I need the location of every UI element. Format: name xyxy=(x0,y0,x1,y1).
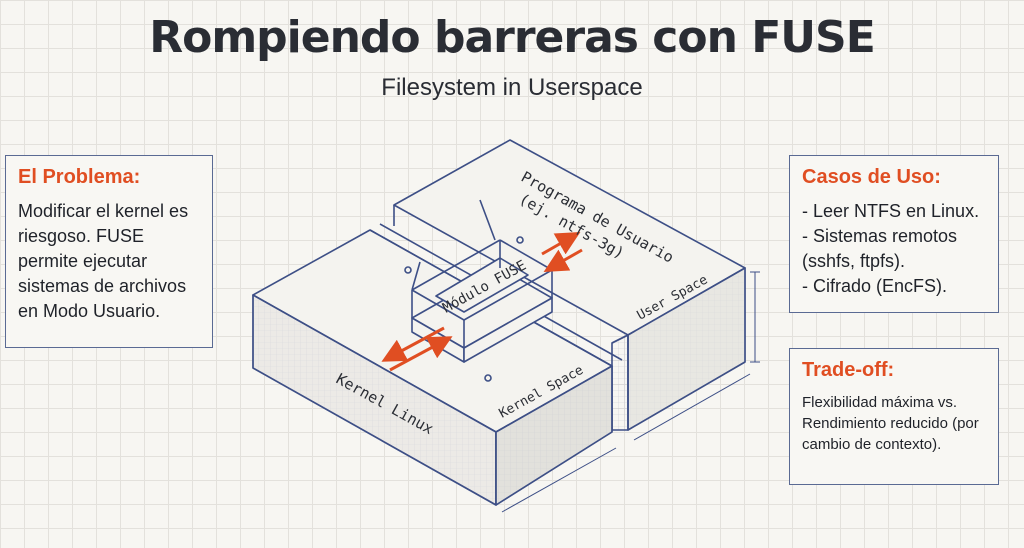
use-case-item: - Leer NTFS en Linux. xyxy=(802,201,980,221)
problem-heading: El Problema: xyxy=(18,166,141,188)
use-case-item: - Sistemas remotos (sshfs, ftpfs). xyxy=(802,226,958,271)
use-cases-list: - Leer NTFS en Linux. - Sistemas remotos… xyxy=(802,199,986,299)
tradeoff-text: Flexibilidad máxima vs. Rendimiento redu… xyxy=(802,394,979,453)
page-title: Rompiendo barreras con FUSE xyxy=(149,12,876,63)
problem-text: Modificar el kernel es riesgoso. FUSE pe… xyxy=(18,201,189,321)
dimension-lines xyxy=(501,271,760,513)
use-cases-heading: Casos de Uso: xyxy=(802,166,941,188)
use-cases-panel: Casos de Uso: - Leer NTFS en Linux. - Si… xyxy=(789,155,999,313)
arrow-module-to-user xyxy=(541,232,581,256)
arrow-module-to-kernel xyxy=(381,326,445,362)
page-subtitle: Filesystem in Userspace xyxy=(381,74,643,101)
arrow-kernel-to-module xyxy=(389,336,453,372)
tradeoff-panel: Trade-off: Flexibilidad máxima vs. Rendi… xyxy=(789,348,999,485)
tradeoff-heading: Trade-off: xyxy=(802,359,895,381)
use-case-item: - Cifrado (EncFS). xyxy=(802,276,948,296)
problem-panel: El Problema: Modificar el kernel es ries… xyxy=(5,155,213,348)
data-flow-arrows xyxy=(381,232,583,372)
